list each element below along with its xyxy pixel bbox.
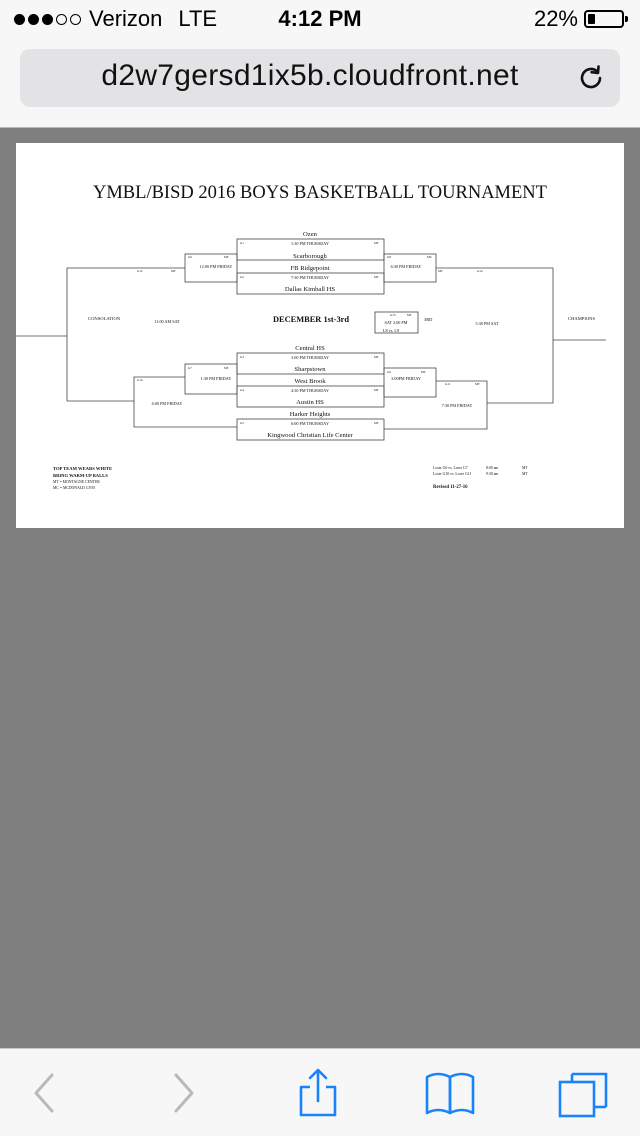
chevron-right-icon[interactable] (156, 1065, 212, 1121)
time-g1: 1:30 PM THURSDAY (291, 241, 329, 246)
losers-row2-gym: MT (522, 472, 528, 476)
code-g8: G8 (387, 255, 391, 259)
code-g9: G9 (387, 370, 391, 374)
url-text[interactable]: d2w7gersd1ix5b.cloudfront.net (101, 59, 519, 92)
code-g4: G4 (240, 388, 244, 392)
battery-icon (584, 10, 628, 28)
reload-icon[interactable] (576, 63, 606, 93)
back-button[interactable] (16, 1065, 72, 1121)
code-mt-g12: MT (171, 269, 176, 273)
label-third: 3RD (424, 317, 432, 322)
code-g3: G3 (240, 355, 244, 359)
time-champ-sat: 5:30 PM SAT (475, 321, 498, 326)
time-g5: 6:00 PM THURSDAY (291, 421, 329, 426)
team-austin-hs: Austin HS (296, 399, 324, 406)
forward-button[interactable] (156, 1065, 212, 1121)
code-g2: G2 (240, 275, 244, 279)
tournament-title: YMBL/BISD 2016 BOYS BASKETBALL TOURNAMEN… (93, 183, 547, 203)
network-type: LTE (178, 6, 218, 31)
time-consolation-friday: 6:00 PM FRIDAY (152, 401, 183, 406)
status-left: Verizon LTE (14, 6, 217, 32)
address-bar[interactable]: d2w7gersd1ix5b.cloudfront.net (20, 49, 620, 107)
team-ozen: Ozen (303, 231, 318, 238)
team-harker-heights: Harker Heights (290, 411, 331, 418)
label-champions: CHAMPIONS (568, 316, 596, 321)
chevron-left-icon[interactable] (16, 1065, 72, 1121)
code-mt-g3: MT (374, 355, 379, 359)
time-bottom-right-friday: 3:00PM FRIDAY (391, 376, 421, 381)
losers-row2: Loser G10 vs. Loser G11 (433, 472, 471, 476)
share-icon[interactable] (290, 1065, 346, 1121)
label-consolation: CONSOLATION (88, 316, 121, 321)
tabs-icon[interactable] (556, 1065, 612, 1121)
bracket-lines (16, 238, 606, 441)
battery-percent: 22% (533, 6, 578, 31)
time-g2: 7:30 PM THURSDAY (291, 275, 329, 280)
team-fb-ridgepoint: FB Ridgepoint (290, 265, 329, 272)
bracket-diagram: YMBL/BISD 2016 BOYS BASKETBALL TOURNAMEN… (16, 183, 606, 490)
code-mt-g14a: MT (438, 269, 443, 273)
code-mt-g2: MT (374, 275, 379, 279)
status-bar: Verizon LTE 4:12 PM 22% (0, 0, 640, 40)
code-mt-g9: MT (421, 370, 426, 374)
code-g11: G11 (445, 382, 451, 386)
time-consolation-sat: 11:00 AM SAT (154, 319, 180, 324)
book-icon[interactable] (422, 1065, 478, 1121)
team-kingwood: Kingwood Christian Life Center (267, 432, 353, 439)
code-g14: G14 (477, 269, 483, 273)
browser-address-area: d2w7gersd1ix5b.cloudfront.net (0, 40, 640, 128)
browser-toolbar (0, 1048, 640, 1136)
code-g5: G5 (240, 421, 244, 425)
team-scarborough: Scarborough (293, 253, 327, 260)
battery-fill (588, 14, 595, 24)
time-bottom-left-friday: 1:30 PM FRIDAY (201, 376, 232, 381)
code-mt-g4: MT (374, 388, 379, 392)
code-mt-g6: MT (224, 255, 229, 259)
losers-row1-time: 8:00 am (486, 466, 498, 470)
code-mc-g8: MC (427, 255, 432, 259)
code-mt-g5: MT (374, 421, 379, 425)
signal-strength-icon (14, 13, 81, 25)
note-top-team: TOP TEAM WEARS WHITE (53, 466, 112, 471)
status-right: 22% (533, 6, 628, 32)
time-g4: 4:30 PM THURSDAY (291, 388, 329, 393)
share-button[interactable] (290, 1065, 346, 1121)
time-champ-friday: 7:30 PM FRIDAY (442, 403, 473, 408)
pdf-page: YMBL/BISD 2016 BOYS BASKETBALL TOURNAMEN… (16, 143, 624, 528)
carrier-name: Verizon (89, 6, 163, 31)
tournament-dates: DECEMBER 1st-3rd (273, 315, 349, 324)
status-time: 4:12 PM (278, 6, 362, 31)
code-g13: G13 (390, 313, 396, 317)
third-place-time: SAT 2:00 PM (385, 320, 408, 325)
code-g1: G1 (240, 241, 244, 245)
team-sharpstown: Sharpstown (294, 366, 326, 373)
team-central-hs: Central HS (295, 345, 325, 352)
losers-row2-time: 9:30 am (486, 472, 498, 476)
note-mc: MC = MCDONALD GYM (53, 486, 95, 490)
revised-date: Revised 11-27-16 (433, 485, 468, 490)
tabs-button[interactable] (556, 1065, 612, 1121)
code-mt-g7: MT (224, 366, 229, 370)
bookmarks-button[interactable] (422, 1065, 478, 1121)
time-g3: 3:00 PM THURSDAY (291, 355, 329, 360)
note-warm-up: BRING WARM-UP BALLS (53, 473, 108, 478)
code-mt-g11: MT (475, 382, 480, 386)
third-place-matchup: L8 vs. L9 (383, 328, 399, 333)
time-top-left-friday: 12:00 PM FRIDAY (200, 264, 233, 269)
code-g6: G6 (188, 255, 192, 259)
team-dallas-kimball: Dallas Kimball HS (285, 286, 336, 293)
team-west-brook: West Brook (294, 378, 326, 385)
code-mt-g1: MT (374, 241, 379, 245)
losers-row1: Loser G6 vs. Loser G7 (433, 466, 468, 470)
code-mt-g13: MT (407, 313, 412, 317)
losers-row1-gym: MT (522, 466, 528, 470)
time-top-right-friday: 6:30 PM FRIDAY (391, 264, 422, 269)
note-mt: MT = MONTAGNE CENTER (53, 480, 100, 484)
code-g12: G12 (137, 269, 143, 273)
code-g7: G7 (188, 366, 192, 370)
code-g10: G10 (137, 378, 143, 382)
